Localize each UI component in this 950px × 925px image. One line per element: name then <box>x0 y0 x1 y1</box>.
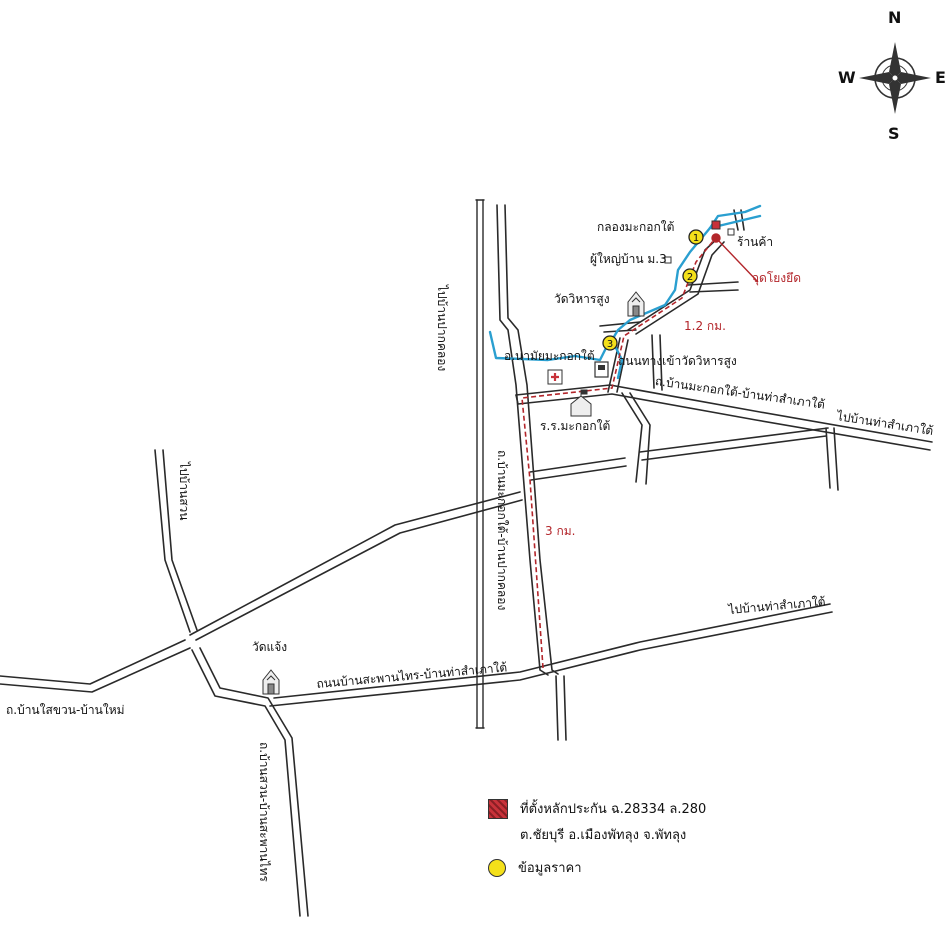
fuel-station-icon <box>594 361 609 378</box>
label-temple-chaeng: วัดแจ้ง <box>252 640 288 654</box>
label-village-head: ผู้ใหญ่บ้าน ม.3 <box>590 252 667 266</box>
health-station-icon <box>547 369 563 385</box>
compass-east: E <box>935 68 946 87</box>
legend-yellow-dot <box>488 858 506 877</box>
compass-west: W <box>838 68 856 87</box>
label-to-pak-khlong: ไปบ้านปากคลอง <box>435 285 449 372</box>
label-anchor-point: จุดโยงยึด <box>752 271 801 285</box>
label-road-makok-pak: ถ.บ้านมะกอกใต้-บ้านปากคลอง <box>495 450 509 611</box>
legend-collateral: ที่ตั้งหลักประกัน ฉ.28334 ล.280 <box>488 798 706 819</box>
label-to-ban-suan: ไปบ้านสวน <box>177 462 191 521</box>
legend-hatch-swatch <box>488 798 508 819</box>
village-head-marker <box>664 256 672 264</box>
label-temple-wihan: วัดวิหารสูง <box>554 292 610 306</box>
marker-1: 1 <box>688 229 704 245</box>
road-to-temple <box>607 337 621 393</box>
legend-collateral-line1: ที่ตั้งหลักประกัน ฉ.28334 ล.280 <box>520 802 707 817</box>
marker-3-label: 3 <box>607 339 613 350</box>
collateral-plot-marker <box>711 220 721 230</box>
legend-price-data: ข้อมูลราคา <box>488 857 582 878</box>
compass-south: S <box>888 124 900 143</box>
route <box>521 239 715 669</box>
compass-north: N <box>888 8 902 27</box>
label-distance-1-2km: 1.2 กม. <box>684 319 726 333</box>
label-distance-3km: 3 กม. <box>545 524 576 538</box>
label-road-to-temple: ถนนทางเข้าวัดวิหารสูง <box>618 354 737 368</box>
anchor-pointer <box>711 233 759 283</box>
compass-rose <box>859 42 931 114</box>
temple-chaeng-icon <box>262 669 280 695</box>
label-road-suan-saphan: ถ.บ้านสวน-บ้านสะพานไทร <box>257 742 271 882</box>
legend-collateral-line2: ต.ชัยบุรี อ.เมืองพัทลุง จ.พัทลุง <box>520 828 687 843</box>
marker-1-label: 1 <box>693 233 699 244</box>
label-health-station: อ.นามัยมะกอกใต้ <box>504 349 595 363</box>
railway <box>475 199 485 729</box>
label-shop: ร้านค้า <box>737 235 774 249</box>
legend-price-label: ข้อมูลราคา <box>518 861 582 876</box>
marker-2: 2 <box>682 268 698 284</box>
road-makok-pak-khlong <box>496 204 559 676</box>
road-makok-tha <box>515 384 933 451</box>
shop-marker <box>727 228 735 236</box>
marker-3: 3 <box>602 335 618 351</box>
marker-2-label: 2 <box>687 272 693 283</box>
temple-wihan-icon <box>627 291 645 317</box>
label-canal: กลองมะกอกใต้ <box>597 220 675 234</box>
label-road-saikuan: ถ.บ้านใสขวน-บ้านใหม่ <box>6 703 125 717</box>
label-school: ร.ร.มะกอกใต้ <box>540 419 611 433</box>
school-icon <box>570 389 592 417</box>
